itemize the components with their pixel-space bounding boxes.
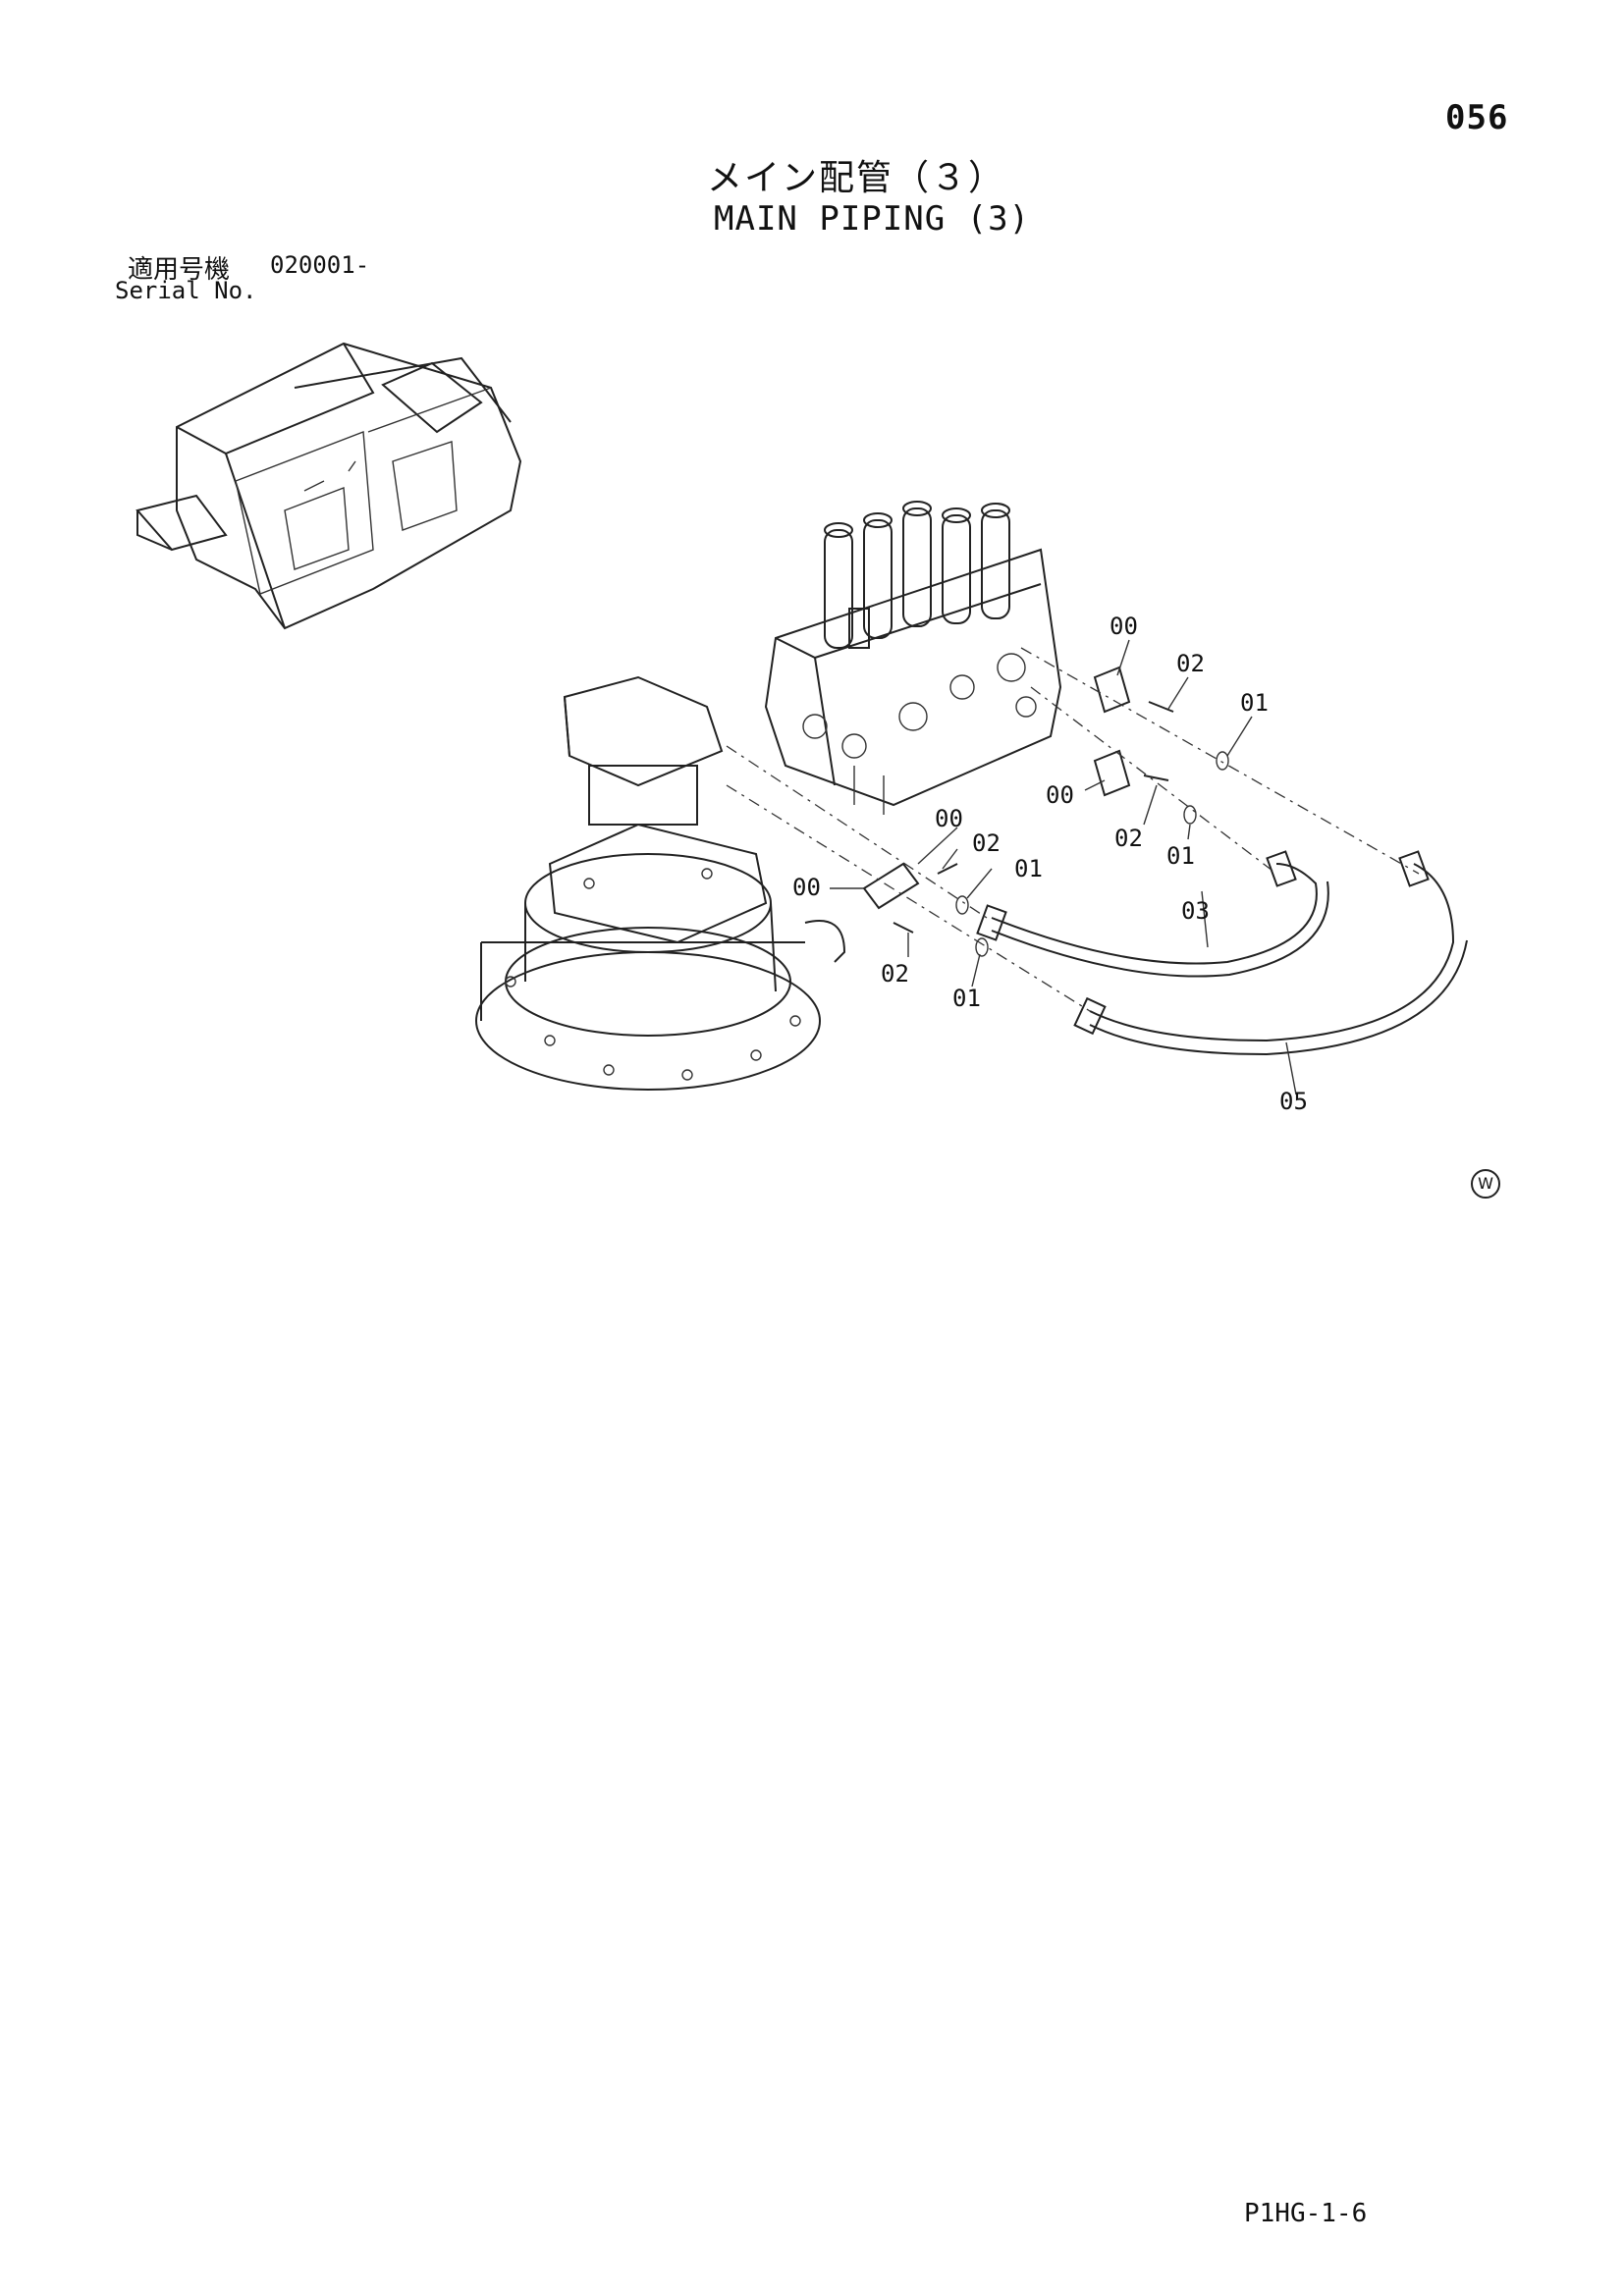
page-title-japanese: メイン配管（３） [707,158,1006,198]
callout-label: 00 [792,874,821,901]
w-marker-symbol: W [1471,1169,1500,1199]
callout-label: 00 [1110,613,1138,640]
page-number: 056 [1445,98,1509,137]
callout-label: 00 [1046,781,1074,809]
machine-overview-illustration [135,342,522,630]
callout-label: 02 [972,829,1001,857]
hose-05-illustration [1073,850,1468,1056]
callout-label: 01 [1014,855,1043,882]
callout-labels: 00 02 01 00 02 01 03 00 02 01 00 02 01 0… [792,613,1308,1115]
callout-leader-lines [830,639,1297,1095]
footer-code: P1HG-1-6 [1244,2199,1368,2228]
serial-number-value: 020001- [270,251,370,279]
callout-label: 00 [935,805,963,832]
hose-03-illustration [976,850,1329,978]
control-valve-illustration [764,501,1062,815]
flange-and-bolt-parts [862,666,1229,957]
serial-label-english: Serial No. [115,277,257,304]
serial-label-japanese: 適用号機 [128,255,231,285]
callout-label: 02 [1114,825,1143,852]
center-lines [726,647,1420,1012]
page-title-english: MAIN PIPING (3) [714,199,1031,239]
callout-label: 05 [1279,1088,1308,1115]
callout-label: 02 [881,960,909,988]
swing-motor-illustration [475,675,846,1091]
callout-label: 01 [952,985,981,1012]
callout-label: 03 [1181,897,1210,925]
callout-label: 02 [1176,650,1205,677]
callout-label: 01 [1240,689,1269,717]
callout-label: 01 [1166,842,1195,870]
